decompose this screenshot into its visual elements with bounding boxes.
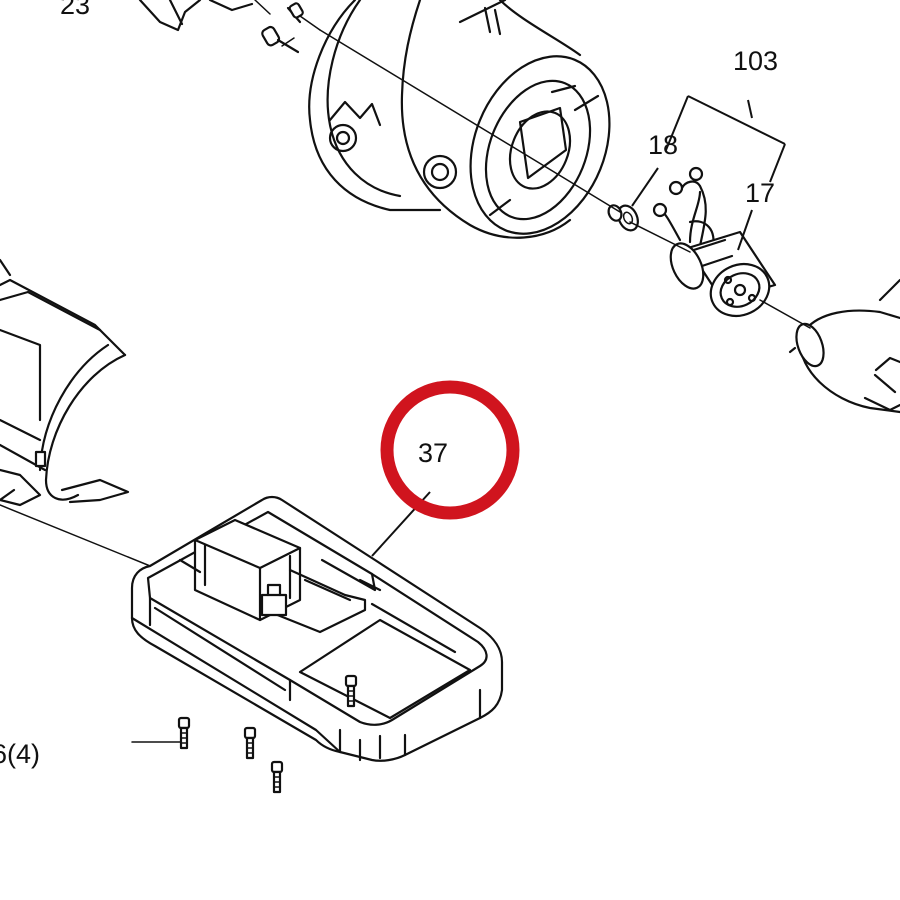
part-37-base bbox=[130, 495, 504, 762]
part-18-washer bbox=[607, 204, 639, 232]
left-housing bbox=[0, 258, 130, 507]
screw-b bbox=[243, 726, 257, 760]
nose-cone bbox=[788, 278, 900, 414]
callout-17: 17 bbox=[745, 178, 775, 208]
screw-upper bbox=[286, 2, 321, 31]
screw-lower bbox=[261, 25, 300, 54]
callout-labels: 23 103 18 17 37 6(4) bbox=[0, 0, 778, 769]
callout-37: 37 bbox=[418, 438, 448, 468]
highlight-circle bbox=[380, 380, 520, 520]
callout-18: 18 bbox=[648, 130, 678, 160]
part-6-screws bbox=[177, 674, 358, 794]
part-17-motor bbox=[652, 166, 777, 318]
screw-c bbox=[270, 760, 284, 794]
callout-103: 103 bbox=[733, 46, 778, 76]
callout-23: 23 bbox=[60, 0, 90, 20]
hub-housing bbox=[308, 0, 611, 239]
screw-a bbox=[177, 716, 191, 750]
leader-lines bbox=[371, 95, 786, 557]
assembly-axis-lines bbox=[0, 29, 811, 743]
part-23-fragment bbox=[138, 0, 271, 32]
screw-d bbox=[344, 674, 358, 708]
callout-6-qty: 6(4) bbox=[0, 739, 40, 769]
